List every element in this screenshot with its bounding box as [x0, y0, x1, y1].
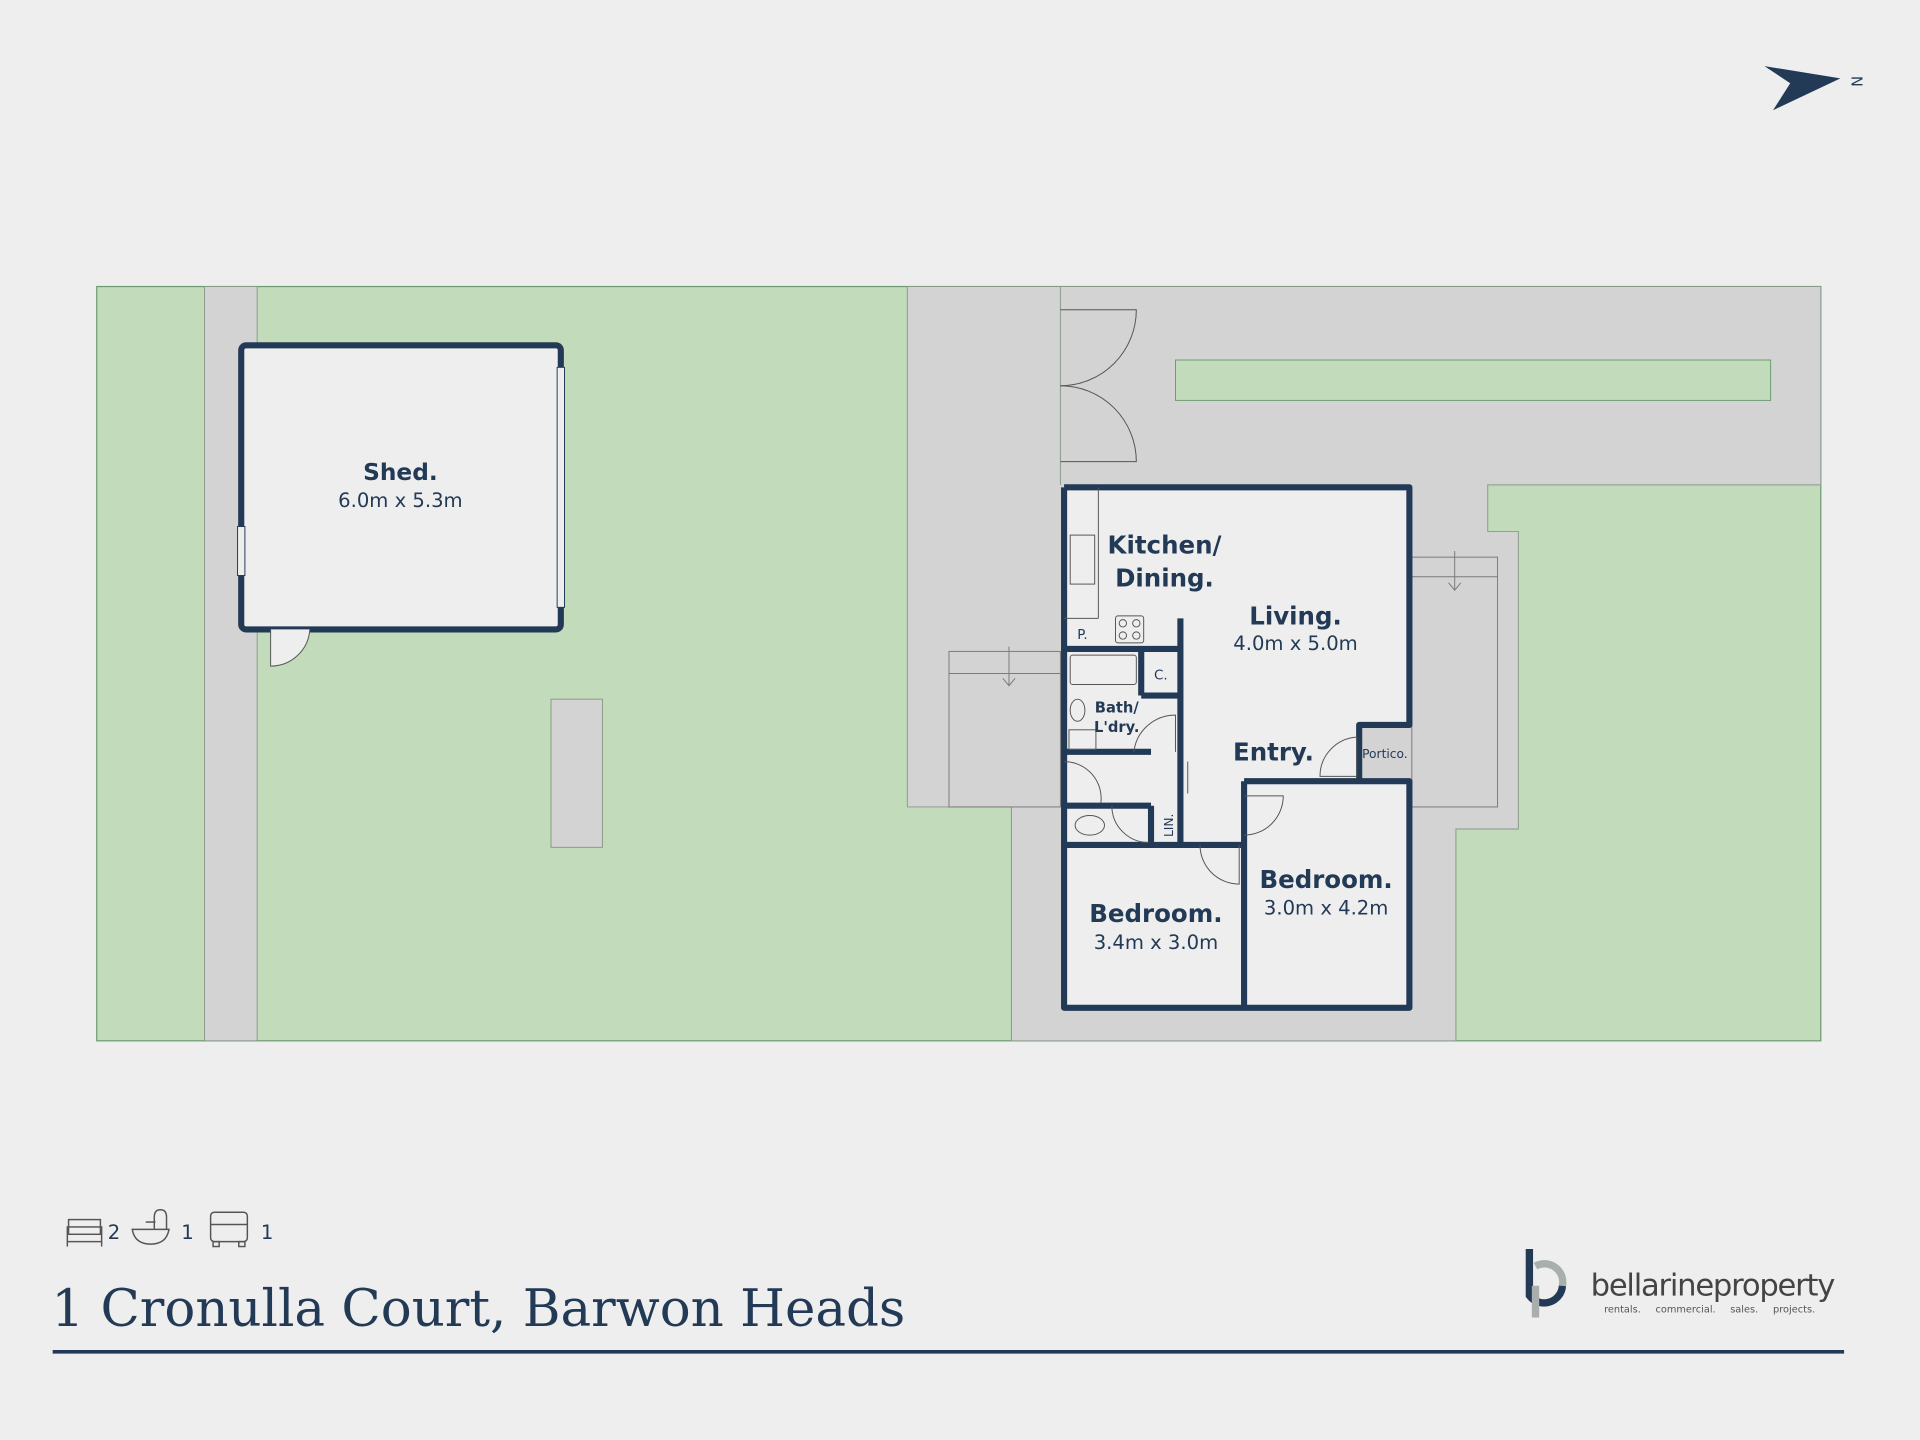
- svg-text:Bath/: Bath/: [1095, 700, 1140, 717]
- svg-text:3.4m x 3.0m: 3.4m x 3.0m: [1094, 931, 1218, 954]
- shed: [238, 342, 564, 633]
- house: [1061, 484, 1413, 1011]
- svg-text:P.: P.: [1077, 628, 1087, 643]
- svg-text:Bedroom.: Bedroom.: [1089, 899, 1222, 928]
- svg-text:3.0m x 4.2m: 3.0m x 4.2m: [1264, 897, 1388, 920]
- svg-text:rentals.: rentals.: [1604, 1305, 1641, 1316]
- garden-structure: [550, 698, 603, 848]
- svg-text:LIN.: LIN.: [1162, 814, 1176, 837]
- svg-text:Living.: Living.: [1249, 601, 1342, 630]
- svg-text:Portico.: Portico.: [1362, 747, 1408, 761]
- bed-icon: [66, 1218, 103, 1247]
- svg-text:bellarineproperty: bellarineproperty: [1591, 1269, 1836, 1304]
- svg-text:C.: C.: [1154, 669, 1168, 684]
- deck-left: [948, 646, 1061, 808]
- svg-text:1: 1: [181, 1221, 193, 1244]
- shed-door-icon: [270, 629, 311, 667]
- garden-bed: [1175, 359, 1772, 401]
- bellarine-logo: bellarineproperty rentals. commercial. s…: [1525, 1248, 1837, 1318]
- svg-text:Bedroom.: Bedroom.: [1259, 865, 1392, 894]
- address-title: 1 Cronulla Court, Barwon Heads: [51, 1279, 905, 1339]
- svg-text:2: 2: [108, 1221, 120, 1244]
- svg-text:commercial.: commercial.: [1656, 1305, 1716, 1316]
- svg-text:projects.: projects.: [1773, 1305, 1815, 1316]
- svg-text:Dining.: Dining.: [1115, 564, 1214, 593]
- bath-icon: [131, 1209, 170, 1245]
- car-icon: [209, 1211, 249, 1248]
- gate-icon: [1060, 309, 1137, 463]
- svg-text:4.0m x 5.0m: 4.0m x 5.0m: [1233, 632, 1357, 655]
- north-arrow-icon: N: [1764, 66, 1864, 111]
- svg-text:Entry.: Entry.: [1233, 737, 1314, 766]
- svg-text:sales.: sales.: [1730, 1305, 1758, 1316]
- svg-text:6.0m x 5.3m: 6.0m x 5.3m: [338, 489, 462, 512]
- svg-text:Shed.: Shed.: [363, 459, 438, 486]
- svg-text:Kitchen/: Kitchen/: [1108, 530, 1222, 559]
- svg-text:1: 1: [261, 1221, 273, 1244]
- svg-text:N: N: [1847, 76, 1864, 87]
- svg-text:L'dry.: L'dry.: [1094, 719, 1139, 736]
